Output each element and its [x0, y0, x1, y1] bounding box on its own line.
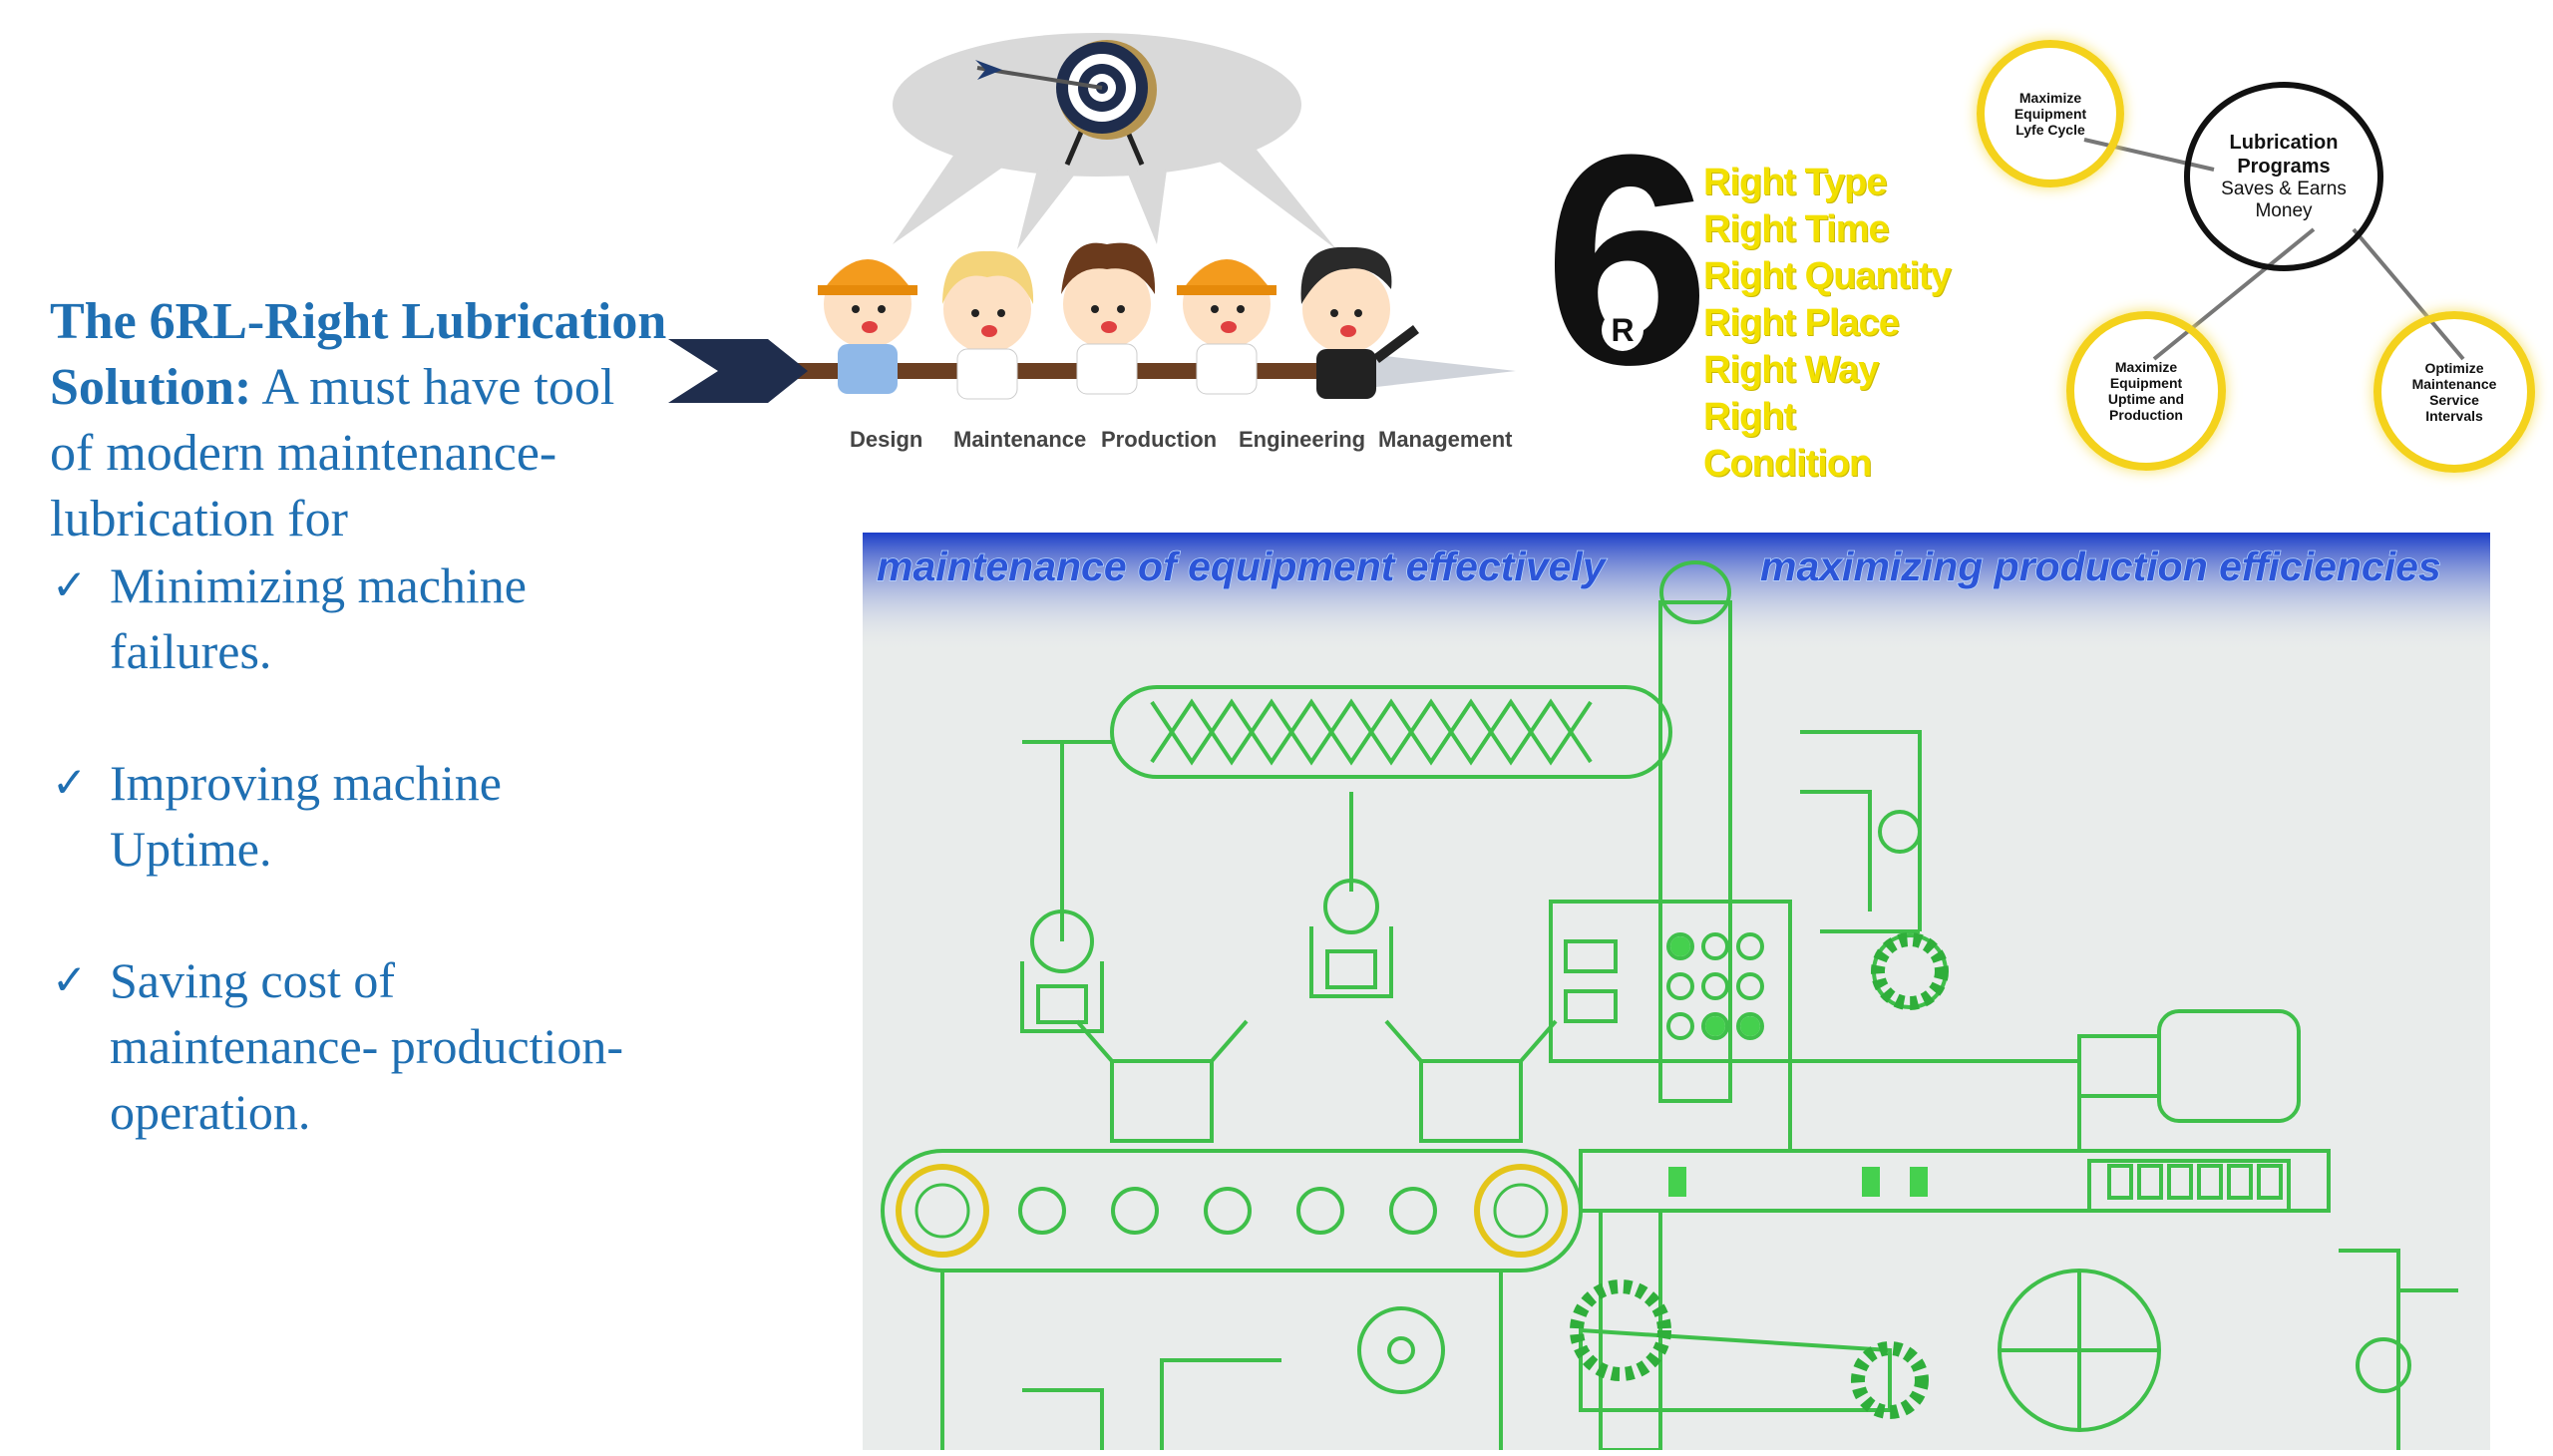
team-graphic: Design Maintenance Production Engineerin… — [658, 20, 1536, 459]
person-icons — [818, 242, 1419, 400]
lubrication-program-diagram: Maximize Equipment Lyfe Cycle Lubricatio… — [1955, 30, 2543, 479]
banner-right-text: maximizing production efficiencies — [1760, 544, 2441, 589]
list-item: ✓Improving machine Uptime. — [50, 750, 668, 882]
six-r-item: Right Way — [1703, 349, 1879, 391]
target-icon — [975, 40, 1157, 166]
six-number: 6 — [1544, 92, 1710, 427]
six-r-list: Right Type Right Time Right Quantity Rig… — [1703, 160, 1955, 488]
banner-left-text: maintenance of equipment effectively — [877, 544, 1608, 589]
role-label-engineering: Engineering — [1239, 427, 1366, 452]
role-label-design: Design — [850, 427, 923, 452]
six-r-item: Right Condition — [1703, 396, 1872, 485]
check-icon: ✓ — [52, 758, 88, 807]
six-r-graphic: 6 R Right Type Right Time Right Quantity… — [1536, 110, 1955, 485]
intro-title: The 6RL-Right Lubrication Solution: — [50, 293, 667, 416]
machine-drawing: maintenance of equipment effectively max… — [863, 533, 2490, 1450]
machine-illustration: maintenance of equipment effectively max… — [863, 533, 2490, 1450]
six-r-item: Right Time — [1703, 208, 1890, 250]
role-label-production: Production — [1101, 427, 1218, 452]
center-title: Lubrication Programs — [2229, 132, 2339, 178]
left-text-panel: The 6RL-Right Lubrication Solution: A mu… — [50, 289, 668, 1211]
r-letter: R — [1602, 309, 1643, 351]
center-subtitle: Saves & Earns Money — [2221, 179, 2347, 221]
circle-center: Lubrication Programs Saves & Earns Money — [2184, 82, 2383, 271]
list-item: ✓Minimizing machine failures. — [50, 552, 668, 684]
six-r-badge: 6 R — [1536, 110, 1710, 449]
check-icon: ✓ — [52, 955, 88, 1004]
list-item: ✓Saving cost of maintenance- production-… — [50, 947, 668, 1145]
benefit-list: ✓Minimizing machine failures. ✓Improving… — [50, 552, 668, 1145]
circle-bottom-right: Optimize Maintenance Service Intervals — [2373, 311, 2535, 473]
circle-top-left: Maximize Equipment Lyfe Cycle — [1977, 40, 2124, 187]
six-r-item: Right Quantity — [1703, 255, 1952, 297]
circle-bottom-left: Maximize Equipment Uptime and Production — [2066, 311, 2226, 471]
six-r-item: Right Type — [1703, 162, 1888, 203]
intro-paragraph: The 6RL-Right Lubrication Solution: A mu… — [50, 289, 668, 552]
role-label-maintenance: Maintenance — [953, 427, 1087, 452]
check-icon: ✓ — [52, 560, 88, 609]
role-label-management: Management — [1378, 427, 1513, 452]
six-r-item: Right Place — [1703, 302, 1900, 344]
intro-rest: A must have tool of modern maintenance-l… — [50, 359, 615, 547]
team-illustration — [668, 33, 1516, 403]
